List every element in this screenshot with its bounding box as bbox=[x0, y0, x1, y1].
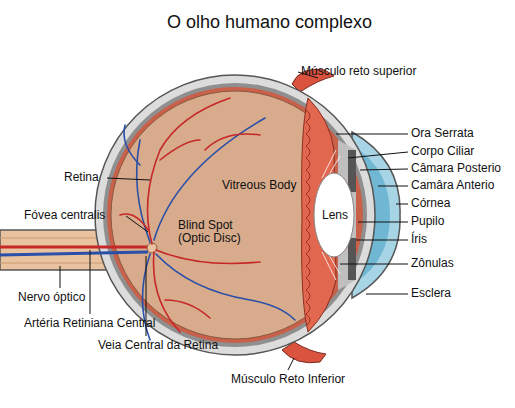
part-label: Íris bbox=[411, 233, 427, 246]
part-label: Retina bbox=[64, 171, 99, 184]
part-label: Músculo Reto Inferior bbox=[231, 373, 345, 386]
diagram-title: O olho humano complexo bbox=[167, 12, 372, 33]
part-label: Corpo Ciliar bbox=[411, 145, 474, 158]
part-label: Camâra Anterio bbox=[411, 179, 494, 192]
part-label: Nervo óptico bbox=[18, 291, 85, 304]
part-label: Zônulas bbox=[411, 257, 454, 270]
part-label: Blind Spot (Optic Disc) bbox=[176, 219, 262, 245]
part-label: Fóvea centralis bbox=[24, 209, 105, 222]
part-label: Lens bbox=[321, 209, 349, 222]
part-label: Câmara Posterio bbox=[411, 162, 501, 175]
part-label: Córnea bbox=[411, 197, 450, 210]
part-label: Artéria Retiniana Central bbox=[24, 317, 155, 330]
part-label: Veia Central da Retina bbox=[98, 339, 218, 352]
part-label: Esclera bbox=[411, 287, 451, 300]
part-label: Pupilo bbox=[411, 215, 444, 228]
part-label: Músculo reto superior bbox=[301, 65, 416, 78]
part-label: Ora Serrata bbox=[411, 127, 474, 140]
part-label: Vitreous Body bbox=[220, 179, 299, 192]
